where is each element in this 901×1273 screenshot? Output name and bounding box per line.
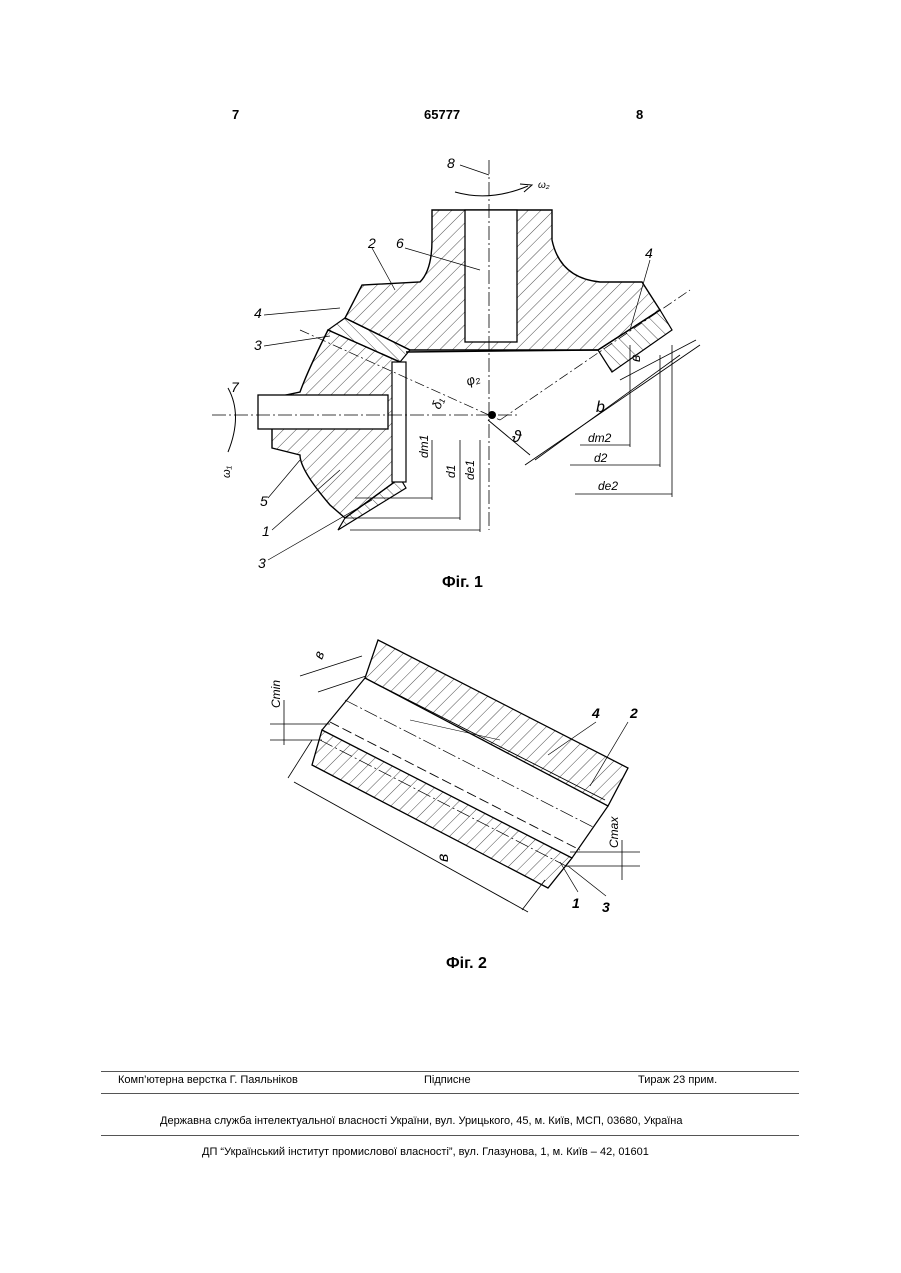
label-1: 1 [572, 895, 580, 911]
label-3: 3 [602, 899, 610, 915]
figure-2-caption: Фіг. 2 [446, 955, 487, 973]
label-b-bottom: в [435, 854, 452, 862]
footer-rule-top [101, 1071, 799, 1072]
footer-subscription: Підписне [424, 1074, 471, 1086]
label-cmin: Cmin [269, 680, 283, 708]
label-2: 2 [629, 705, 638, 721]
figure-2-drawing: Cmin в 4 2 в Cmax 1 3 [0, 0, 901, 1000]
footer-service: Державна служба інтелектуальної власност… [160, 1115, 683, 1127]
footer-rule-bottom [101, 1135, 799, 1136]
label-cmax: Cmax [607, 816, 621, 848]
label-b-top: в [310, 649, 328, 661]
footer-rule-middle [101, 1093, 799, 1094]
label-4: 4 [591, 705, 600, 721]
footer-typesetting: Комп’ютерна верстка Г. Паяльніков [118, 1074, 298, 1086]
footer-institute: ДП “Український інститут промислової вла… [202, 1146, 649, 1158]
footer-circulation: Тираж 23 прим. [638, 1074, 717, 1086]
